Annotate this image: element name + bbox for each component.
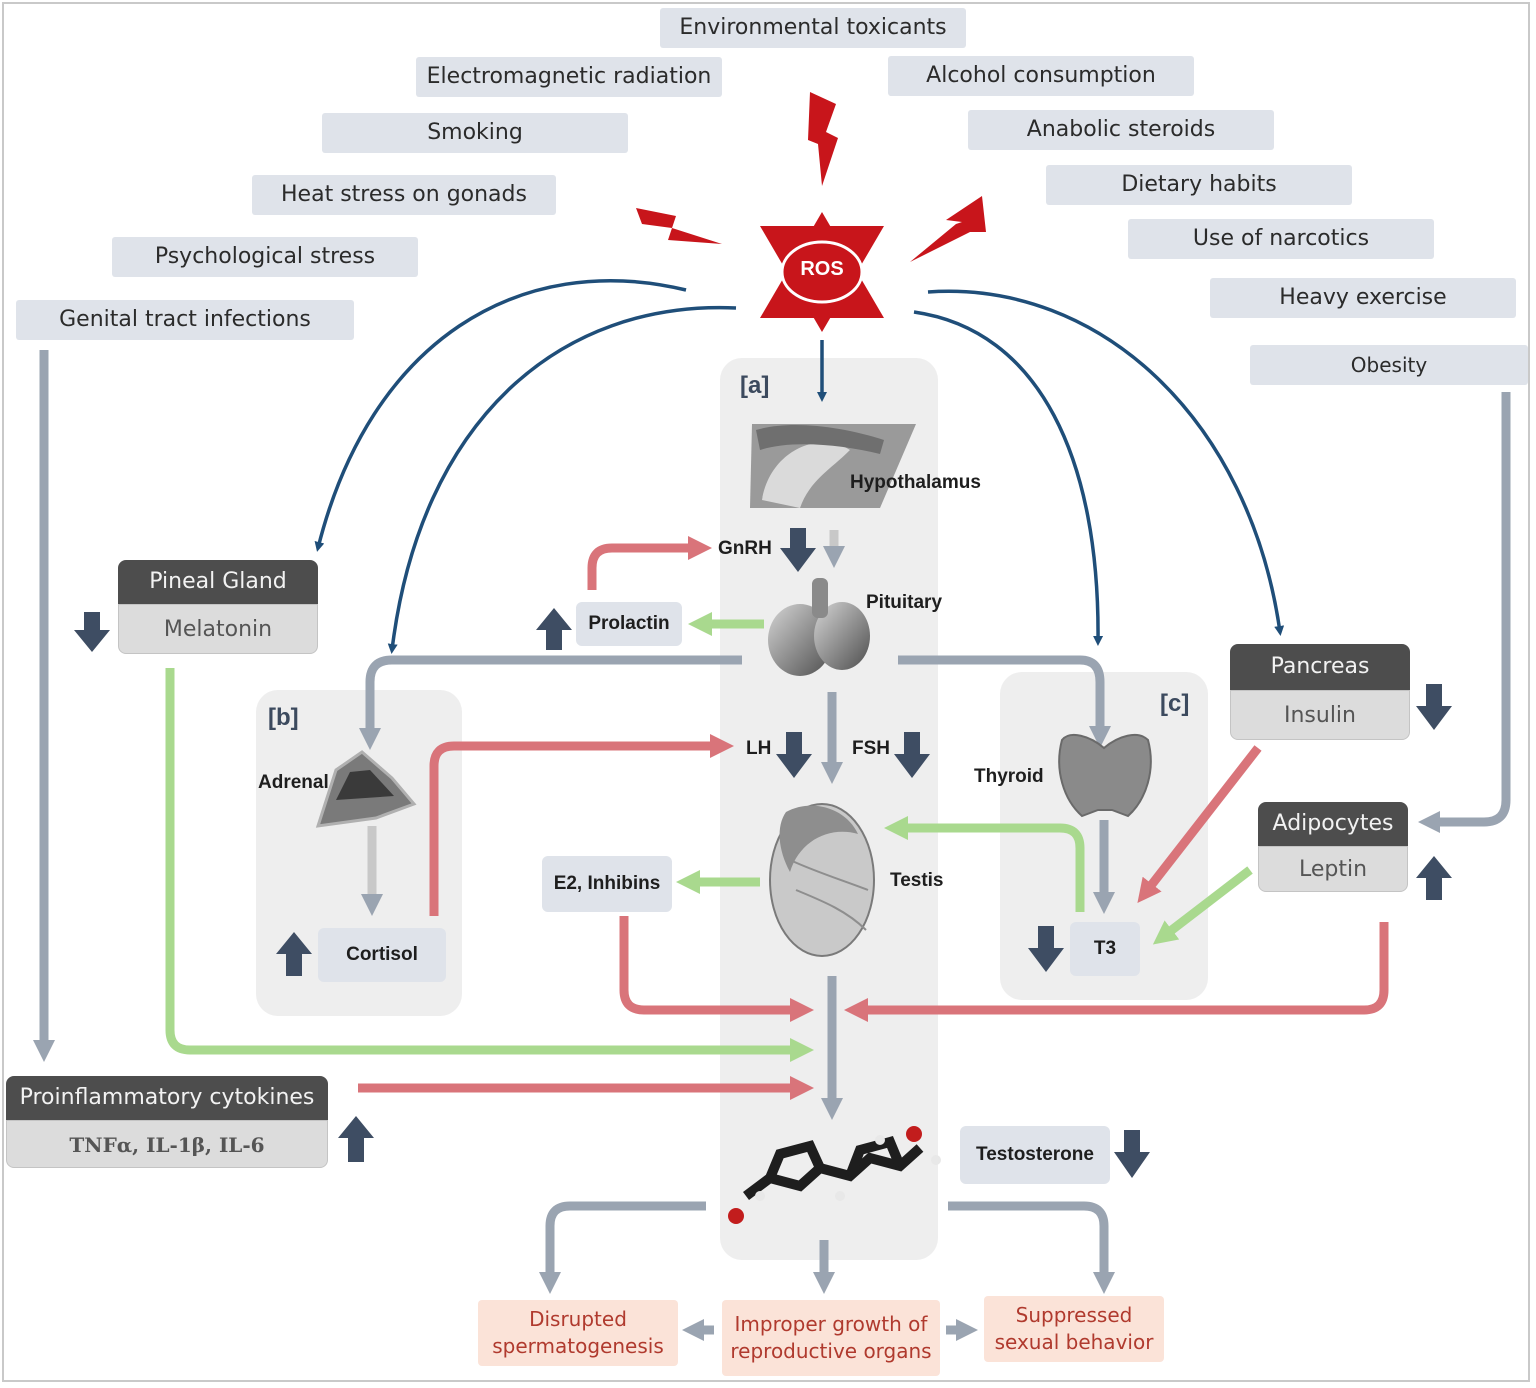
cytokines-list-box: TNFα, IL-1β, IL-6: [6, 1120, 328, 1168]
cause-environmental-toxicants: Environmental toxicants: [660, 8, 966, 48]
gray-flow-arrows: [33, 350, 1511, 1341]
leptin-box: Leptin: [1258, 846, 1408, 892]
cause-heat-stress: Heat stress on gonads: [252, 175, 556, 215]
section-b-label: [b]: [268, 704, 299, 731]
outcome-left-line2: spermatogenesis: [492, 1334, 664, 1358]
ros-star-icon: [760, 212, 884, 332]
down-arrow-icon: [74, 612, 110, 652]
up-arrow-icon: [536, 608, 572, 650]
hypothalamus-label: Hypothalamus: [850, 472, 981, 493]
red-flow-arrows: [358, 536, 1389, 1100]
up-arrow-icon: [276, 932, 312, 976]
pancreas-header: Pancreas: [1230, 644, 1410, 690]
down-arrow-icon: [1416, 684, 1452, 730]
cause-genital-tract-infections: Genital tract infections: [16, 300, 354, 340]
down-arrow-icon: [780, 528, 816, 572]
t3-box: T3: [1070, 922, 1140, 976]
faded-arrows: [361, 530, 845, 916]
section-a-label: [a]: [740, 372, 770, 399]
outcome-right-line1: Suppressed: [1015, 1303, 1133, 1327]
up-arrow-icon: [338, 1116, 374, 1162]
cause-use-of-narcotics: Use of narcotics: [1128, 219, 1434, 259]
adrenal-label: Adrenal: [258, 772, 329, 793]
outcome-suppressed-sexual-behavior: Suppressed sexual behavior: [984, 1296, 1164, 1362]
outcome-disrupted-spermatogenesis: Disrupted spermatogenesis: [478, 1300, 678, 1366]
outcome-right-line2: sexual behavior: [994, 1330, 1154, 1354]
outcome-center-line1: Improper growth of: [734, 1312, 928, 1336]
testis-label: Testis: [890, 870, 944, 891]
pituitary-icon: [768, 578, 870, 676]
down-arrow-icon: [1028, 926, 1064, 972]
cause-psychological-stress: Psychological stress: [112, 237, 418, 277]
up-arrow-icon: [1416, 856, 1452, 900]
gnrh-label: GnRH: [718, 538, 772, 559]
insulin-box: Insulin: [1230, 690, 1410, 740]
cytokines-header: Proinflammatory cytokines: [6, 1076, 328, 1120]
green-flow-arrows: [165, 612, 1253, 1062]
ros-label: ROS: [800, 258, 844, 280]
testis-icon: [769, 803, 875, 957]
cause-dietary-habits: Dietary habits: [1046, 165, 1352, 205]
pituitary-label: Pituitary: [866, 592, 943, 613]
outcome-left-line1: Disrupted: [529, 1307, 627, 1331]
testosterone-box: Testosterone: [960, 1126, 1110, 1184]
e2-inhibins-box: E2, Inhibins: [542, 856, 672, 912]
outcome-center-line2: reproductive organs: [730, 1339, 932, 1363]
lightning-icon: [636, 92, 986, 262]
adipocytes-header: Adipocytes: [1258, 802, 1408, 846]
cortisol-box: Cortisol: [318, 928, 446, 982]
down-arrow-icon: [894, 732, 930, 778]
melatonin-box: Melatonin: [118, 604, 318, 654]
pineal-gland-header: Pineal Gland: [118, 560, 318, 604]
testosterone-molecule-icon: [728, 1126, 941, 1224]
cause-alcohol-consumption: Alcohol consumption: [888, 56, 1194, 96]
level-arrows: [74, 528, 1452, 1178]
down-arrow-icon: [1114, 1130, 1150, 1178]
ros-effect-arrows: [314, 279, 1285, 654]
prolactin-box: Prolactin: [576, 602, 682, 646]
fsh-label: FSH: [852, 738, 890, 759]
cause-electromagnetic-radiation: Electromagnetic radiation: [416, 57, 722, 97]
cause-heavy-exercise: Heavy exercise: [1210, 278, 1516, 318]
cause-obesity: Obesity: [1250, 345, 1528, 385]
cause-smoking: Smoking: [322, 113, 628, 153]
hypothalamus-icon: [750, 424, 916, 508]
thyroid-label: Thyroid: [974, 766, 1044, 787]
down-arrow-icon: [776, 732, 812, 778]
cause-anabolic-steroids: Anabolic steroids: [968, 110, 1274, 150]
thyroid-icon: [1058, 733, 1152, 818]
section-c-label: [c]: [1160, 690, 1190, 717]
lh-label: LH: [746, 738, 772, 759]
outcome-improper-growth: Improper growth of reproductive organs: [722, 1300, 940, 1376]
adrenal-icon: [315, 750, 417, 828]
